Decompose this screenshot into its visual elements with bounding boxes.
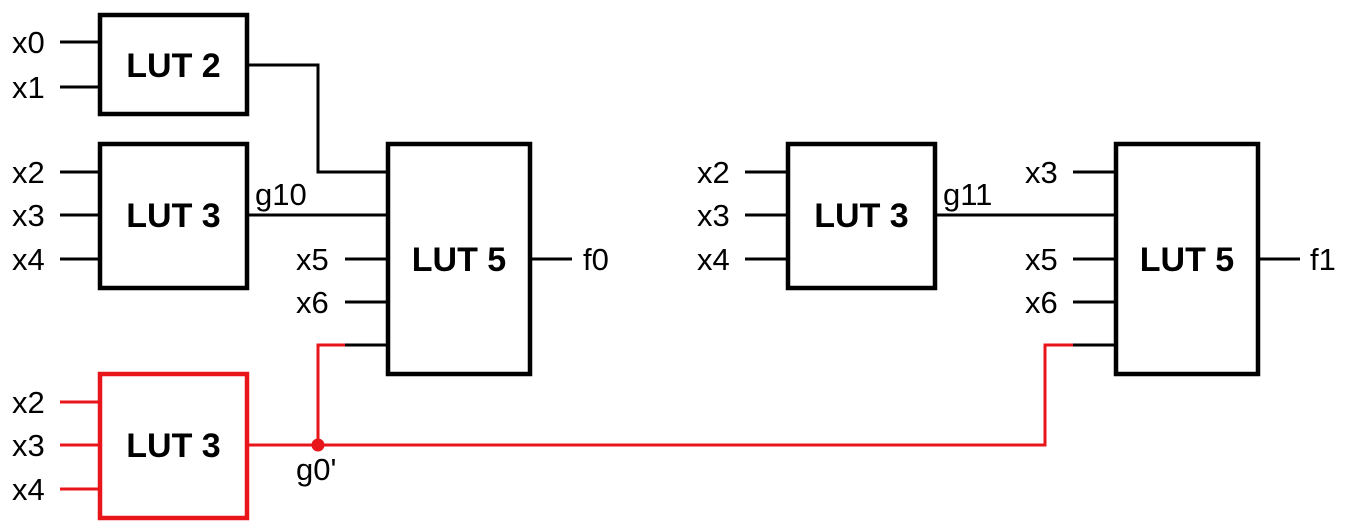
label-lut3right-x3: x3 bbox=[697, 198, 730, 233]
block-lut3-top: LUT 3 bbox=[97, 141, 250, 291]
label-lut3right-x4: x4 bbox=[697, 242, 730, 277]
label-lut5left-x5: x5 bbox=[296, 242, 329, 277]
label-lut5right-x5: x5 bbox=[1025, 242, 1058, 277]
block-lut2-label: LUT 2 bbox=[126, 47, 220, 85]
wire-lut2-out bbox=[247, 63, 388, 174]
label-f1: f1 bbox=[1310, 242, 1336, 277]
block-lut5-right: LUT 5 bbox=[1113, 141, 1261, 377]
label-lut3right-x2: x2 bbox=[697, 155, 730, 190]
block-lut3-top-label: LUT 3 bbox=[126, 197, 220, 235]
block-lut5-left-label: LUT 5 bbox=[412, 241, 506, 279]
block-lut3-right-label: LUT 3 bbox=[814, 197, 908, 235]
label-lut3red-x3: x3 bbox=[12, 428, 45, 463]
red-wires bbox=[60, 343, 1073, 491]
label-lut3top-x4: x4 bbox=[12, 242, 45, 277]
block-lut3-red-label: LUT 3 bbox=[126, 427, 220, 465]
label-g10: g10 bbox=[255, 177, 307, 212]
label-lut5left-x6: x6 bbox=[296, 285, 329, 320]
label-g11: g11 bbox=[943, 177, 992, 212]
label-lut2-x1: x1 bbox=[12, 70, 45, 105]
label-f0: f0 bbox=[583, 242, 609, 277]
block-lut2: LUT 2 bbox=[97, 12, 250, 117]
block-lut3-right: LUT 3 bbox=[785, 141, 938, 291]
block-lut3-red: LUT 3 bbox=[97, 371, 250, 521]
junction-dot bbox=[311, 438, 325, 452]
label-lut3red-x2: x2 bbox=[12, 385, 45, 420]
input-labels: x0 x1 x2 x3 x4 x2 x3 x4 x5 x6 x2 x3 x4 x… bbox=[12, 25, 1058, 507]
label-g0-prime: g0' bbox=[296, 452, 336, 487]
wire-g0-prime-to-left bbox=[316, 343, 345, 445]
label-lut2-x0: x0 bbox=[12, 25, 45, 60]
label-lut5right-x6: x6 bbox=[1025, 285, 1058, 320]
wire-g0-prime-to-right bbox=[247, 343, 1073, 447]
signal-labels: g10 g11 g0' f0 f1 bbox=[255, 177, 1336, 487]
label-lut3top-x3: x3 bbox=[12, 198, 45, 233]
label-lut5right-x3: x3 bbox=[1025, 155, 1058, 190]
black-wires bbox=[60, 40, 1300, 347]
label-lut3top-x2: x2 bbox=[12, 155, 45, 190]
block-lut5-left: LUT 5 bbox=[385, 141, 533, 377]
block-lut5-right-label: LUT 5 bbox=[1140, 241, 1234, 279]
label-lut3red-x4: x4 bbox=[12, 472, 45, 507]
